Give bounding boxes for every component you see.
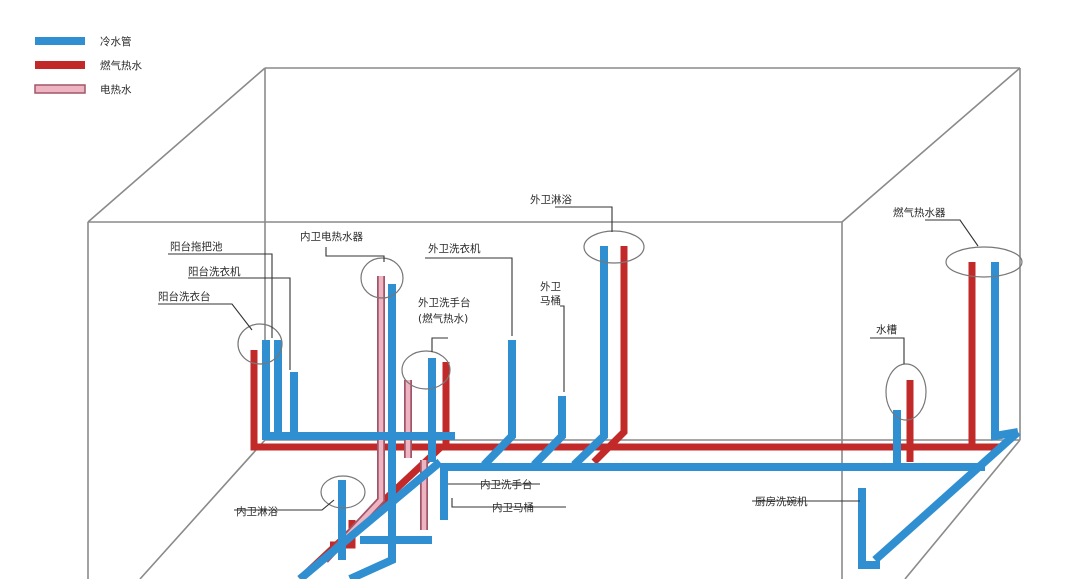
legend-swatch-electric <box>34 84 86 94</box>
legend-label-cold: 冷水管 <box>100 35 132 48</box>
leader-xiyiji <box>188 277 291 370</box>
label-yangtai-tuobachi: 阳台拖把池 <box>170 240 223 253</box>
leader-lines <box>158 206 979 511</box>
label-yangtai-xiyiji: 阳台洗衣机 <box>188 265 241 278</box>
legend-swatch-cold <box>35 37 85 45</box>
fixture-labels: 阳台拖把池 阳台洗衣机 阳台洗衣台 内卫电热水器 外卫洗衣机 外卫洗手台 (燃气… <box>158 193 946 518</box>
label-waiwei-matong-1: 外卫 <box>540 281 561 293</box>
circle-outer-shower <box>583 230 645 264</box>
cold-pipe-diagonal-front <box>297 458 443 579</box>
frame-bottom-left-edge <box>139 439 266 579</box>
label-neiwei-dianreshuiqi: 内卫电热水器 <box>300 230 363 243</box>
frame-top-right-edge <box>841 67 1021 223</box>
cold-riser-heater <box>991 262 1019 441</box>
circle-inner-shower <box>320 475 366 509</box>
label-neiwei-matong: 内卫马桶 <box>492 501 534 514</box>
label-yangtai-ximiantai: 阳台洗衣台 <box>158 290 211 303</box>
circle-gas-heater <box>945 246 1023 278</box>
label-waiwei-matong-2: 马桶 <box>540 294 561 307</box>
legend-item-gas: 燃气热水 <box>35 59 142 72</box>
cold-pipe-right-diagonal <box>872 429 1021 563</box>
leader-tuobachi <box>168 253 273 338</box>
circle-balcony <box>237 323 283 365</box>
leader-reshuiqi <box>925 219 979 247</box>
legend-item-cold: 冷水管 <box>35 35 132 48</box>
frame-top-left-edge <box>87 67 266 223</box>
legend-label-electric: 电热水 <box>100 83 132 96</box>
circle-outer-basin <box>401 350 451 390</box>
leader-xiyiji-outer <box>425 257 513 336</box>
cold-riser-washer <box>481 340 516 468</box>
leader-ximiantai <box>158 303 253 331</box>
label-waiwei-xishoutai-1: 外卫洗手台 <box>418 296 471 309</box>
leader-dianreshuiqi <box>325 247 385 262</box>
label-chufang-xiwanji: 厨房洗碗机 <box>755 495 808 508</box>
label-waiwei-xishoutai-2: (燃气热水) <box>418 312 468 325</box>
leader-neiwei-matong <box>451 498 566 508</box>
cold-riser-outer-shower <box>571 246 608 468</box>
label-shuicao: 水槽 <box>876 324 897 336</box>
circle-inner-heater <box>360 257 404 299</box>
leader-shuicao <box>870 337 905 364</box>
gas-riser-outer-shower <box>591 246 628 465</box>
leader-xishoutai <box>431 337 448 352</box>
legend: 冷水管 燃气热水 电热水 <box>34 35 142 96</box>
frame-bottom-right-edge <box>904 439 1021 579</box>
cold-riser-dishwasher <box>858 488 880 569</box>
legend-item-electric: 电热水 <box>34 83 132 96</box>
label-neiwei-xishoutai: 内卫洗手台 <box>480 478 533 491</box>
circle-sink <box>885 363 927 421</box>
label-waiwei-xiyiji: 外卫洗衣机 <box>428 242 481 255</box>
cold-riser-inner-heater <box>348 284 396 579</box>
label-neiwei-linyu: 内卫淋浴 <box>236 505 278 518</box>
legend-label-gas: 燃气热水 <box>100 59 142 72</box>
label-waiwei-linyu: 外卫淋浴 <box>530 193 572 206</box>
label-ranqi-reshuiqi: 燃气热水器 <box>893 206 946 219</box>
legend-swatch-gas <box>35 61 85 69</box>
cold-riser-toilet <box>531 396 566 468</box>
leader-neiwei-linyu <box>234 499 335 511</box>
leader-matong <box>560 305 565 392</box>
highlight-circles <box>237 230 1023 509</box>
leader-linyu <box>555 206 613 232</box>
